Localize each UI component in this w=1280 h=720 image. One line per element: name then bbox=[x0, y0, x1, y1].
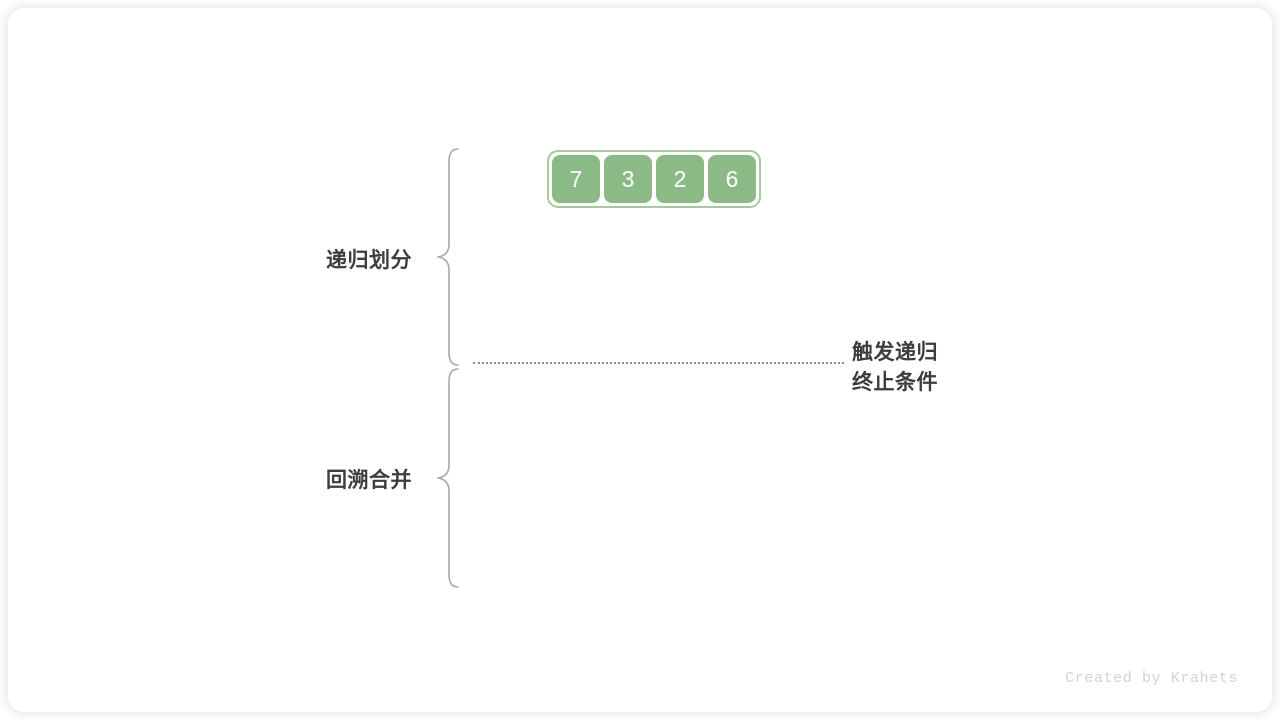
credit-text: Created by Krahets bbox=[1065, 670, 1238, 687]
array-cell: 3 bbox=[604, 155, 652, 203]
brace-backtrack-merge bbox=[436, 368, 460, 588]
brace-recursive-divide bbox=[436, 148, 460, 366]
figure-card: 递归划分 回溯合并 触发递归 终止条件 7 3 2 6 bbox=[8, 8, 1272, 712]
brace-divide-icon bbox=[436, 148, 460, 366]
section-label-recursive-divide: 递归划分 bbox=[326, 249, 412, 272]
array-container: 7 3 2 6 bbox=[547, 150, 761, 208]
array-cell: 2 bbox=[656, 155, 704, 203]
recursion-boundary-dotted-line bbox=[473, 362, 844, 364]
termination-note-line2: 终止条件 bbox=[852, 371, 938, 394]
termination-note-line1: 触发递归 bbox=[852, 341, 938, 364]
section-label-backtrack-merge: 回溯合并 bbox=[326, 469, 412, 492]
array-cell: 6 bbox=[708, 155, 756, 203]
array-cell: 7 bbox=[552, 155, 600, 203]
termination-condition-note: 触发递归 终止条件 bbox=[852, 338, 938, 398]
brace-merge-icon bbox=[436, 368, 460, 588]
